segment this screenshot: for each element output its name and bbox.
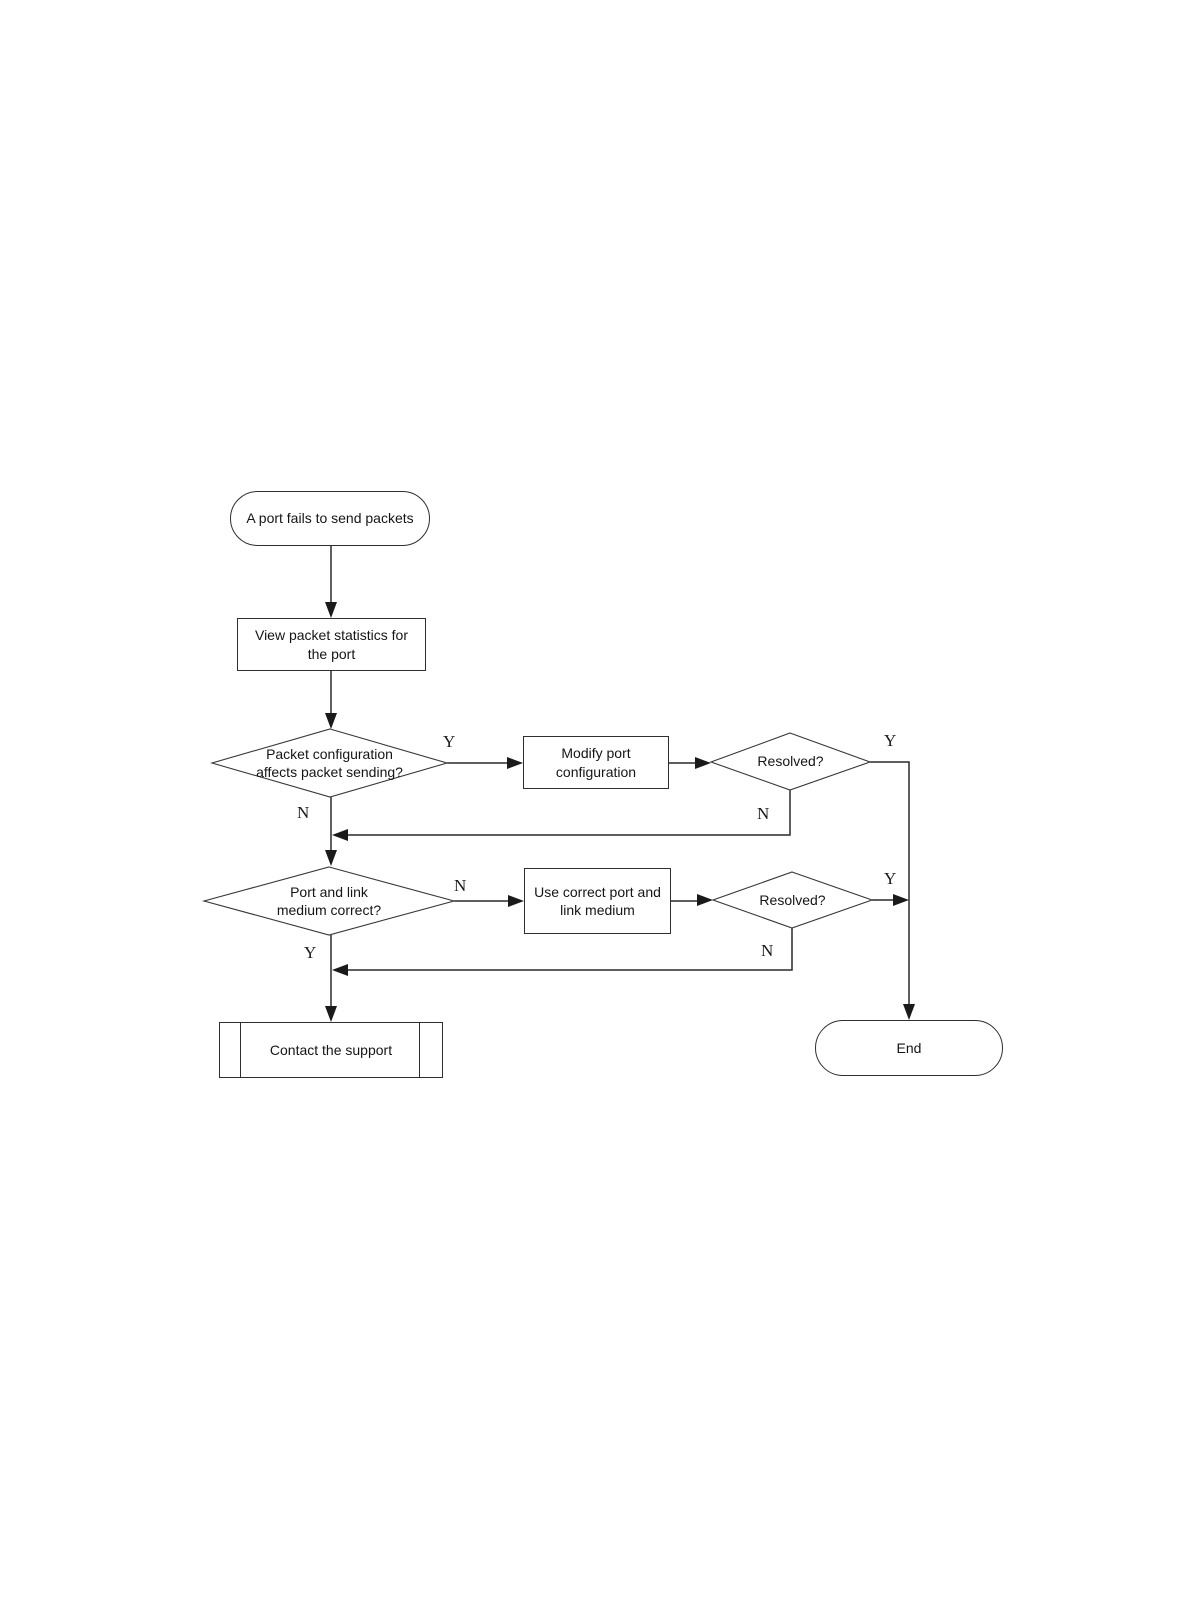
start-terminator: A port fails to send packets xyxy=(230,491,430,546)
use-correct-medium-process: Use correct port and link medium xyxy=(524,868,671,934)
branch-label-resolved1-yes: Y xyxy=(884,731,897,750)
arrowhead-return1-left xyxy=(332,829,348,841)
decision-port-link: Port and link medium correct? xyxy=(204,867,454,935)
predefined-process-right-bar xyxy=(419,1023,420,1077)
branch-label-packet-config-no: N xyxy=(297,803,310,822)
view-stats-label: View packet statistics for the port xyxy=(254,627,409,662)
decision-port-link-label: Port and link medium correct? xyxy=(276,883,382,918)
decision-packet-config: Packet configuration affects packet send… xyxy=(212,729,447,797)
arrowhead-into-use xyxy=(508,895,524,907)
decision-packet-config-shape xyxy=(210,728,449,798)
predefined-process-left-bar xyxy=(240,1023,241,1077)
modify-port-label: Modify port configuration xyxy=(555,745,637,780)
arrowhead-into-view xyxy=(325,602,337,618)
arrowhead-into-decision2 xyxy=(325,850,337,866)
connector-resolved1-no-return xyxy=(347,790,791,836)
connector-resolved2-no-return xyxy=(347,928,793,971)
branch-label-resolved2-no: N xyxy=(761,941,774,960)
arrowhead-resolved2-yes xyxy=(893,894,909,906)
decision-resolved2-label: Resolved? xyxy=(759,891,826,908)
modify-port-process: Modify port configuration xyxy=(523,736,669,789)
contact-support-predefined-process: Contact the support xyxy=(219,1022,443,1078)
arrowhead-into-contact xyxy=(325,1006,337,1022)
decision-resolved2: Resolved? xyxy=(713,872,872,928)
arrowhead-return2-left xyxy=(332,964,348,976)
connector-resolved1-yes-to-end xyxy=(870,761,910,1005)
start-label: A port fails to send packets xyxy=(246,510,414,527)
arrowhead-into-end xyxy=(903,1004,915,1020)
decision-packet-config-label: Packet configuration affects packet send… xyxy=(256,745,403,780)
branch-label-packet-config-yes: Y xyxy=(443,732,456,751)
branch-label-resolved2-yes: Y xyxy=(884,869,897,888)
contact-support-label: Contact the support xyxy=(269,1041,393,1058)
branch-label-resolved1-no: N xyxy=(757,804,770,823)
branch-label-port-link-yes: Y xyxy=(304,943,317,962)
decision-resolved1-shape xyxy=(709,732,872,791)
view-stats-process: View packet statistics for the port xyxy=(237,618,426,671)
arrowhead-into-resolved2 xyxy=(697,894,713,906)
decision-resolved2-shape xyxy=(711,871,874,929)
branch-label-port-link-no: N xyxy=(454,876,467,895)
decision-resolved1: Resolved? xyxy=(711,733,870,790)
arrowhead-into-modify xyxy=(507,757,523,769)
end-terminator: End xyxy=(815,1020,1003,1076)
use-correct-medium-label: Use correct port and link medium xyxy=(534,883,661,918)
decision-resolved1-label: Resolved? xyxy=(757,753,824,770)
end-label: End xyxy=(896,1039,922,1056)
decision-port-link-shape xyxy=(201,866,457,936)
arrowhead-into-resolved1 xyxy=(695,757,711,769)
arrowhead-into-decision1 xyxy=(325,713,337,729)
